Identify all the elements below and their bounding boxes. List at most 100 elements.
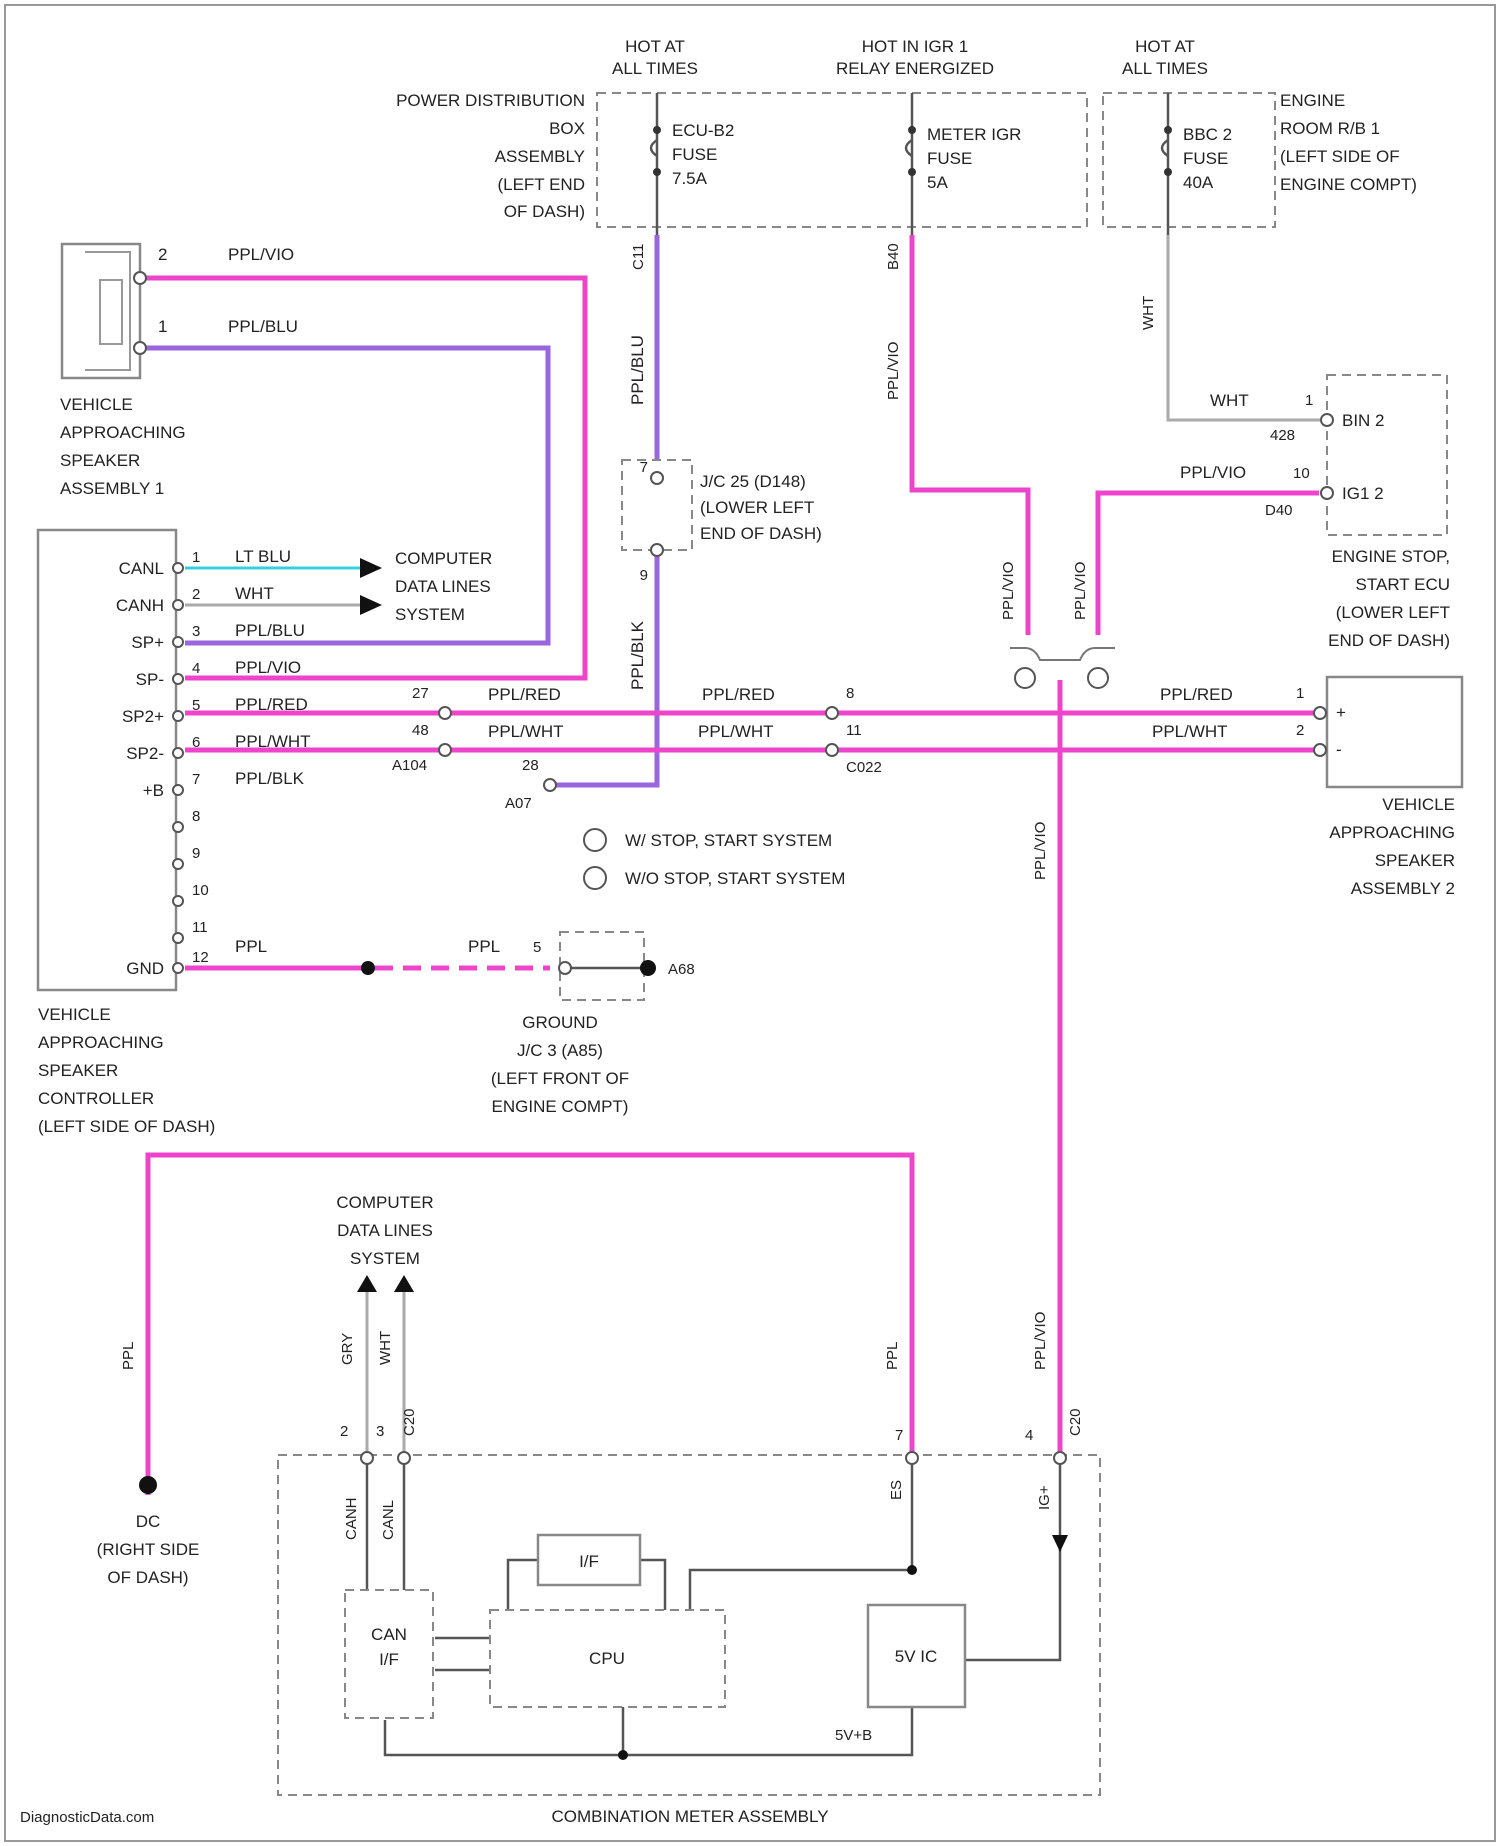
wire-label-ppl-blu-up: PPL/BLU: [628, 335, 647, 405]
controller-pin-8: [173, 822, 183, 832]
wire-label-ppl-blk-down: PPL/BLK: [628, 620, 647, 690]
fuse1-name: ECU-B2: [672, 121, 734, 140]
cpu-label: CPU: [589, 1649, 625, 1668]
meter-cdl-1: COMPUTER: [336, 1193, 433, 1212]
controller-name-5: (LEFT SIDE OF DASH): [38, 1117, 215, 1136]
jc25-pin7: 7: [640, 459, 648, 476]
c11-label: C11: [630, 244, 647, 270]
controller-pin-label: SP2-: [126, 744, 164, 763]
controller-pin-3: [173, 637, 183, 647]
if-label: I/F: [579, 1552, 599, 1571]
pdb-label-2: BOX: [549, 119, 585, 138]
ecu-pin1-num: 1: [1305, 392, 1313, 409]
jc25-name-1: J/C 25 (D148): [700, 472, 806, 491]
legend: W/ STOP, START SYSTEM W/O STOP, START SY…: [584, 829, 845, 889]
conn28-num: 28: [522, 757, 539, 774]
wire-label-ppl-vio-fuse: PPL/VIO: [885, 342, 902, 400]
fuse1-top-dot: [653, 126, 661, 134]
controller-pin-number: 2: [192, 586, 200, 603]
engine-stop-start-ecu: 1 10 428 D40 BIN 2 IG1 2 WHT PPL/VIO WHT…: [1140, 296, 1450, 650]
speaker1-pin2: [134, 272, 146, 284]
controller-pin-label: SP2+: [122, 707, 164, 726]
site-watermark: DiagnosticData.com: [20, 1809, 154, 1826]
b40-label: B40: [885, 243, 902, 270]
fuse2-bot-dot: [908, 168, 916, 176]
arrow-wht: [394, 1275, 414, 1292]
legend-marker-2: [584, 867, 606, 889]
room-label-1: ENGINE: [1280, 91, 1345, 110]
meter-ig-label: IG+: [1036, 1485, 1053, 1510]
combination-meter: COMPUTER DATA LINES SYSTEM GRY WHT PPL P…: [20, 1193, 1100, 1826]
ctrl-gnd-wire-label: PPL: [235, 937, 267, 956]
option-split: [1010, 648, 1115, 660]
jc25-pin9: 9: [640, 567, 648, 584]
ground-wire-label: PPL: [468, 937, 500, 956]
meter-ig-arrow: [1052, 1535, 1068, 1552]
speaker2-name-3: SPEAKER: [1375, 851, 1455, 870]
meter-canh-label: CANH: [343, 1497, 360, 1540]
meter-pin-7: 7: [895, 1427, 903, 1444]
fuse3-bot-dot: [1164, 168, 1172, 176]
controller-pin-label: CANL: [119, 559, 164, 578]
meter-es-label: ES: [888, 1480, 905, 1500]
wire-label-ppl-vio-right: PPL/VIO: [1072, 562, 1089, 620]
meter-c20: C20: [401, 1408, 418, 1436]
ground-pin-num: 5: [533, 939, 541, 956]
legend-text-1: W/ STOP, START SYSTEM: [625, 831, 832, 850]
controller-pin-number: 5: [192, 697, 200, 714]
speaker2-pin2: [1314, 744, 1326, 756]
conn48: [439, 744, 451, 756]
controller-pin-12: [173, 963, 183, 973]
fuse1-bot-dot: [653, 168, 661, 176]
meter-pin-canh: [361, 1452, 373, 1464]
meter-cdl-3: SYSTEM: [350, 1249, 420, 1268]
can-if-line2: I/F: [379, 1650, 399, 1669]
controller-pin-wire: PPL/VIO: [235, 658, 301, 677]
ground-code: A68: [668, 961, 695, 978]
meter-wire-gry: GRY: [339, 1333, 356, 1365]
ctrl-cdl-2: DATA LINES: [395, 577, 491, 596]
ecu-pin10-num: 10: [1293, 465, 1310, 482]
speaker2-name-1: VEHICLE: [1382, 795, 1455, 814]
controller-pin-number: 4: [192, 660, 200, 677]
can-if-line1: CAN: [371, 1625, 407, 1644]
controller-name-3: SPEAKER: [38, 1061, 118, 1080]
controller-pin-label: SP+: [131, 633, 164, 652]
hot-label-3-line2: ALL TIMES: [1122, 59, 1208, 78]
wire-label-ppl-vio-left: PPL/VIO: [1000, 562, 1017, 620]
c022-label: C022: [846, 759, 882, 776]
jc25-pin-bottom: [651, 544, 663, 556]
controller-pin-number: 7: [192, 771, 200, 788]
ecu-wire-wht: WHT: [1210, 391, 1249, 410]
ecu-pin1: [1321, 414, 1333, 426]
arrow-canl: [360, 558, 382, 578]
fuse3-wire-wht: WHT: [1140, 296, 1157, 330]
controller-pin-number: 1: [192, 549, 200, 566]
speaker2-wire-r: PPL/RED: [1160, 685, 1233, 704]
controller-pin-6: [173, 748, 183, 758]
ecu-name-4: END OF DASH): [1328, 631, 1450, 650]
controller-pin-number: 10: [192, 882, 209, 899]
fuse2-top-dot: [908, 126, 916, 134]
speaker2-pin2-num: 2: [1296, 722, 1304, 739]
dc-name-1: DC: [136, 1512, 161, 1531]
conn27-num: 27: [412, 685, 429, 702]
controller-pin-number: 11: [192, 919, 208, 936]
controller-pin-7: [173, 785, 183, 795]
controller-pin-11: [173, 933, 183, 943]
speaker-controller: CANL1LT BLUCANH2WHTSP+3PPL/BLUSP-4PPL/VI…: [38, 530, 492, 1136]
ecu-ig1-2: IG1 2: [1342, 484, 1384, 503]
controller-name-2: APPROACHING: [38, 1033, 164, 1052]
ctrl-cdl-3: SYSTEM: [395, 605, 465, 624]
controller-pin-label: GND: [126, 959, 164, 978]
room-label-3: (LEFT SIDE OF: [1280, 147, 1400, 166]
meter-wire-ppl: PPL: [884, 1342, 901, 1370]
option-2-marker: [1088, 668, 1108, 688]
ecu-name-1: ENGINE STOP,: [1332, 547, 1450, 566]
ground-jc-box: [560, 932, 644, 1000]
a07-label: A07: [505, 795, 532, 812]
meter-pin-2: 2: [340, 1423, 348, 1440]
power-section: HOT AT ALL TIMES HOT IN IGR 1 RELAY ENER…: [396, 37, 1417, 270]
pdb-label-1: POWER DISTRIBUTION: [396, 91, 585, 110]
